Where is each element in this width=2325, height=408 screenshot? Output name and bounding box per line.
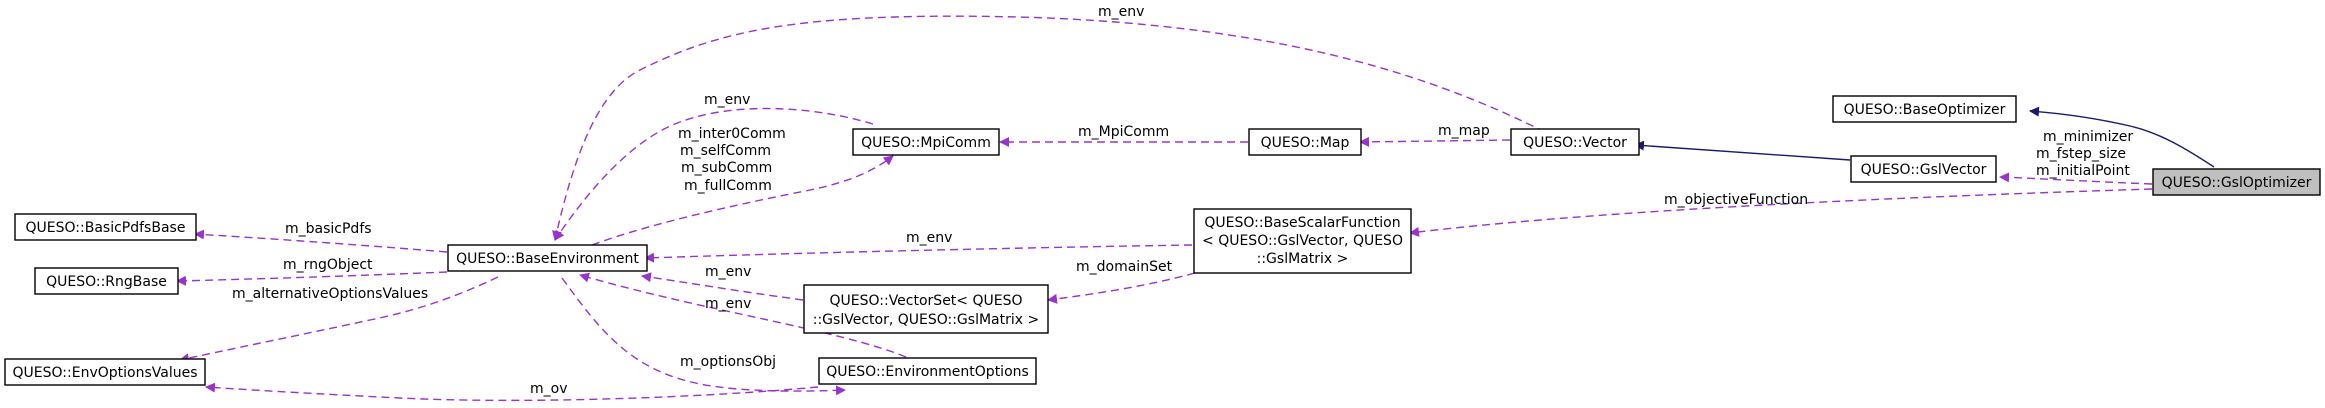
node-label-line-3: ::GslMatrix >	[1257, 251, 1349, 267]
edge-label-m-basicpdfs: m_basicPdfs	[285, 221, 372, 237]
edge-label-vector-m-env: m_env	[1098, 4, 1144, 20]
edge-label-envopts-m-env: m_env	[705, 296, 751, 312]
node-base-optimizer[interactable]: QUESO::BaseOptimizer	[1832, 95, 2017, 123]
edge-baseenvironment-to-rngbase: m_rngObject	[176, 257, 448, 286]
node-label: QUESO::EnvOptionsValues	[13, 365, 198, 381]
edge-environmentoptions-to-envoptionsvalues: m_ov	[205, 381, 819, 402]
edge-vectorset-to-bsf: m_domainSet	[1047, 259, 1196, 304]
edge-label-vectorset-m-env: m_env	[705, 264, 751, 280]
edge-label-m-alternativeoptionsvalues: m_alternativeOptionsValues	[232, 286, 428, 302]
edge-environmentoptions-to-baseenvironment: m_env	[579, 272, 907, 358]
edge-mpicomm-to-map: m_MpiComm	[999, 124, 1248, 147]
edge-baseenvironment-to-basicpdfsbase: m_basicPdfs	[194, 221, 448, 253]
node-map[interactable]: QUESO::Map	[1248, 128, 1362, 156]
node-vector-set[interactable]: QUESO::VectorSet< QUESO ::GslVector, QUE…	[803, 284, 1049, 334]
edge-bsf-to-baseenvironment: m_env	[644, 230, 1193, 263]
node-label: QUESO::EnvironmentOptions	[826, 364, 1029, 380]
edge-label-bsf-m-env: m_env	[906, 230, 952, 246]
edge-gslvector-inherits-vector	[1634, 140, 1851, 161]
node-label: QUESO::GslVector	[1861, 162, 1987, 178]
edge-label-m-ov: m_ov	[530, 381, 568, 397]
node-label: QUESO::BasicPdfsBase	[26, 220, 186, 236]
node-base-environment[interactable]: QUESO::BaseEnvironment	[447, 244, 648, 272]
edge-label-m-inter0comm: m_inter0Comm	[678, 126, 786, 142]
node-label: QUESO::Vector	[1523, 135, 1627, 151]
node-vector[interactable]: QUESO::Vector	[1510, 128, 1640, 156]
edge-vectorset-to-baseenvironment: m_env	[641, 264, 804, 301]
edge-label-mpicomm-m-env: m_env	[704, 92, 750, 108]
node-env-options-values[interactable]: QUESO::EnvOptionsValues	[4, 358, 206, 386]
node-base-scalar-function[interactable]: QUESO::BaseScalarFunction < QUESO::GslVe…	[1193, 208, 1412, 274]
edge-label-m-objectivefunction: m_objectiveFunction	[1664, 192, 1808, 208]
edge-label-m-minimizer: m_minimizer	[2043, 129, 2133, 145]
node-label: QUESO::MpiComm	[861, 135, 991, 151]
node-label-line-1: QUESO::BaseScalarFunction	[1204, 215, 1400, 231]
node-basic-pdfs-base[interactable]: QUESO::BasicPdfsBase	[14, 213, 197, 241]
edge-label-m-fstep-size: m_fstep_size	[2036, 146, 2126, 162]
edge-vector-to-baseenvironment: m_env	[552, 4, 1546, 241]
node-label: QUESO::GslOptimizer	[2162, 175, 2312, 191]
node-environment-options[interactable]: QUESO::EnvironmentOptions	[818, 357, 1037, 385]
edge-label-m-mpicomm: m_MpiComm	[1078, 124, 1169, 140]
edge-gslvector-to-gsloptimizer: m_minimizer m_fstep_size m_initialPoint	[1999, 129, 2153, 185]
edge-label-m-fullcomm: m_fullComm	[684, 178, 772, 194]
node-label-line-2: ::GslVector, QUESO::GslMatrix >	[813, 312, 1039, 328]
node-label: QUESO::Map	[1261, 135, 1350, 151]
node-label-line-1: QUESO::VectorSet< QUESO	[829, 293, 1022, 309]
edge-map-to-vector: m_map	[1359, 123, 1511, 147]
edge-baseenvironment-to-mpicomm: m_inter0Comm m_selfComm m_subComm m_full…	[591, 126, 894, 246]
edge-gsloptimizer-inherits-baseoptimizer	[2029, 106, 2215, 168]
edge-label-m-optionsobj: m_optionsObj	[680, 354, 776, 370]
edge-bsf-to-gsloptimizer: m_objectiveFunction	[1409, 188, 2153, 237]
node-label-line-2: < QUESO::GslVector, QUESO	[1202, 233, 1403, 249]
node-label: QUESO::BaseEnvironment	[456, 251, 639, 267]
edge-label-m-domainset: m_domainSet	[1076, 259, 1173, 275]
node-label: QUESO::RngBase	[46, 274, 167, 290]
node-mpi-comm[interactable]: QUESO::MpiComm	[852, 128, 1000, 156]
edge-label-m-selfcomm: m_selfComm	[680, 143, 771, 159]
edge-baseenvironment-to-environmentoptions: m_optionsObj	[561, 277, 846, 396]
edge-mpicomm-to-baseenvironment: m_env	[554, 92, 874, 241]
edge-baseenvironment-to-envoptionsvalues: m_alternativeOptionsValues	[179, 276, 499, 364]
node-label: QUESO::BaseOptimizer	[1844, 102, 2006, 118]
node-gsl-optimizer[interactable]: QUESO::GslOptimizer	[2152, 168, 2321, 196]
edge-label-m-initialpoint: m_initialPoint	[2036, 163, 2130, 179]
node-gsl-vector[interactable]: QUESO::GslVector	[1850, 155, 1997, 183]
edge-label-m-rngobject: m_rngObject	[283, 257, 373, 273]
node-rng-base[interactable]: QUESO::RngBase	[34, 267, 179, 295]
edge-label-m-subcomm: m_subComm	[681, 160, 772, 176]
edge-label-m-map: m_map	[1438, 123, 1490, 139]
